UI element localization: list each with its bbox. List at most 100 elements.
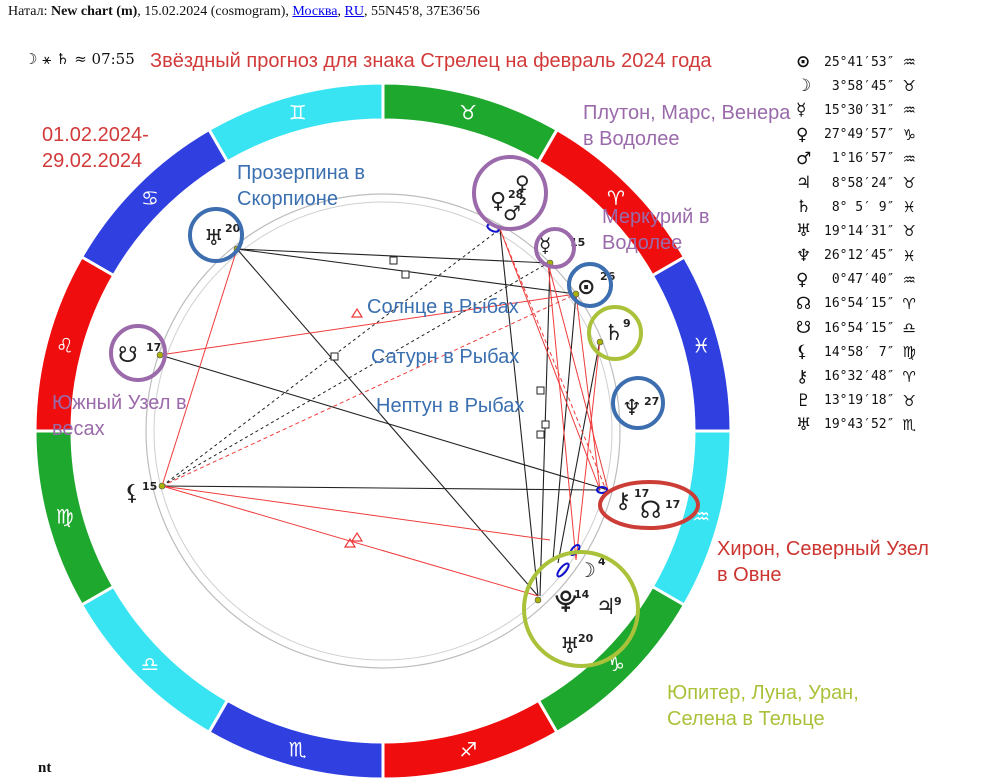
planet-icon: ♃ [796,173,812,194]
chart-header: Натал: New chart (m), 15.02.2024 (cosmog… [8,4,480,19]
sign-icon: ♉ [902,174,916,193]
position-degree: 1°16′57″ [824,151,895,167]
position-degree: 26°12′45″ [824,248,895,264]
sign-icon: ♉ [902,222,916,241]
sign-icon: ♎ [902,319,916,338]
zodiac-sign-icon: ♌ [56,334,74,358]
sign-icon: ♒ [902,53,916,72]
position-degree: 27°49′57″ [824,127,895,143]
svg-text:27: 27 [644,395,659,408]
chart-name: New chart (m) [50,4,138,19]
zodiac-segment [206,81,385,164]
zodiac-segment [33,429,116,608]
zodiac-segment [536,127,687,278]
zodiac-sign-icon: ♏ [289,737,307,761]
zodiac-sign-icon: ♐ [459,737,477,761]
zodiac-segment [381,81,560,164]
zodiac-sign-icon: ♉ [459,101,477,125]
svg-text:4: 4 [598,555,606,568]
zodiac-sign-icon: ♈ [607,186,625,210]
planet-icon: ♄ [796,197,812,218]
position-row: ☋16°54′15″♎ [796,316,916,340]
sign-icon: ♓ [902,246,916,265]
sign-icon: ♒ [902,270,916,289]
chart-details: , 15.02.2024 (cosmogram), [137,4,289,19]
chiron-node-highlight [598,480,700,530]
planet-icon: ♆ [796,245,812,266]
planet-icon: ♂ [796,148,812,169]
sign-icon: ♓ [902,198,916,217]
sign-icon: ♒ [902,149,916,168]
sun-highlight [567,262,613,308]
svg-text:14: 14 [574,588,590,601]
zodiac-segment [79,584,230,735]
mercury-highlight [534,227,576,269]
north-node-icon: ☊ [640,496,661,524]
zodiac-segment [79,127,230,278]
saturn-icon: ♄ [604,321,624,346]
svg-text:17: 17 [665,498,680,511]
position-row: ♄ 8° 5′ 9″ ♓ [796,195,916,219]
svg-text:15: 15 [142,480,157,493]
zodiac-sign-icon: ♋ [141,186,159,210]
saturn-highlight [587,305,643,361]
position-row: ☊16°54′15″♈ [796,292,916,316]
zodiac-sign-icon: ♍ [56,504,74,528]
svg-text:28: 28 [508,188,523,201]
position-row: ⚸14°58′ 7″♍ [796,340,916,364]
chart-coords: , 55N45′8, 37E36′56 [363,4,480,19]
moon-icon: ☽ [578,558,596,582]
position-degree: 0°47′40″ [824,272,895,288]
caption-neptune: Нептун в Рыбах [376,395,525,417]
city-link[interactable]: Москва [292,4,338,19]
caption-jupiter-moon: Юпитер, Луна, Уран,Селена в Тельце [667,682,859,730]
position-row: ♇13°19′18″♉ [796,389,916,413]
sun-icon: ⊙ [577,275,595,300]
pluto-mars-venus-highlight [472,155,548,231]
sign-icon: ♉ [902,391,916,410]
zodiac-segment [206,698,385,781]
inner-circle-outer [145,193,621,669]
position-row: ☿15°30′31″♒ [796,98,916,122]
mercury-icon: ☿ [539,233,551,257]
position-degree: 25°41′53″ [824,54,895,70]
venus-icon: ♀ [515,171,530,195]
position-row: ♅19°14′31″♉ [796,219,916,243]
position-degree: 19°14′31″ [824,223,895,239]
country-link[interactable]: RU [344,4,364,19]
planet-icon: ☋ [796,318,812,339]
south-node-highlight [109,324,167,382]
jupiter-icon: ♃ [596,595,616,620]
svg-text:2: 2 [519,195,527,208]
position-degree: 8°58′24″ [824,175,895,191]
position-row: ♀ 0°47′40″♒ [796,268,916,292]
neptune-highlight [611,376,665,430]
zodiac-sign-icon: ♒ [692,504,710,528]
position-row: ☽ 3°58′45″♉ [796,74,916,98]
aspect-info: ☽ ⚹ ♄ ≈ 07:55 [24,50,135,68]
proserpina-icon: ♅ [204,226,224,251]
sign-icon: ♒ [902,101,916,120]
planet-icon: ⚸ [796,342,809,363]
pluto-icon: ♀ [490,189,506,214]
south-node-icon: ☋ [118,343,138,368]
zodiac-sign-icon: ♎ [141,652,159,676]
position-degree: 8° 5′ 9″ [824,199,895,215]
planet-positions-list: ⊙25°41′53″♒☽ 3°58′45″♉☿15°30′31″♒♀27°49′… [796,50,916,437]
header-prefix: Натал: [8,4,48,19]
planet-icon: ☽ [796,76,812,97]
planet-icon: ☿ [796,100,807,121]
planet-icon: ⚷ [796,366,809,387]
svg-text:20: 20 [578,632,594,645]
position-degree: 14°58′ 7″ [824,344,895,360]
svg-text:17: 17 [146,341,161,354]
neptune-icon: ♆ [622,396,642,421]
aspect-lines-red-dashed [161,228,607,491]
zodiac-sign-icon: ♓ [692,334,710,358]
chiron-icon: ⚷ [615,489,631,514]
